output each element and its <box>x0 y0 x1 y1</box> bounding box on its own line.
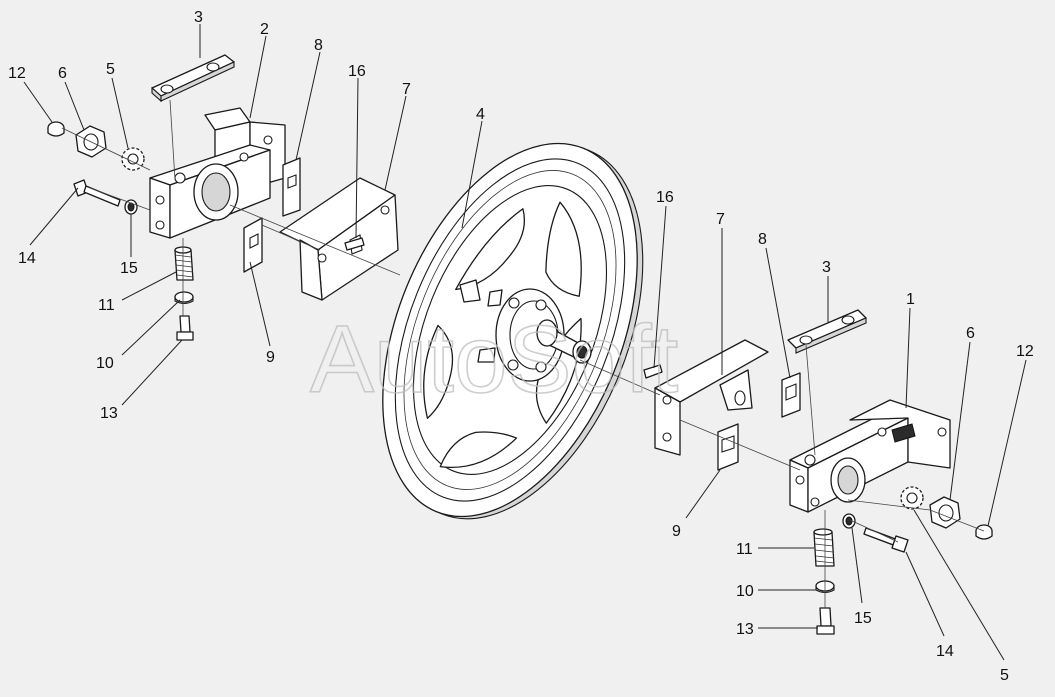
callout-11: 11 <box>98 297 115 314</box>
shim-part-9-right <box>717 423 739 471</box>
callout-2: 2 <box>260 21 269 38</box>
callout-8: 8 <box>314 37 323 54</box>
plate-part-3-left <box>151 54 235 103</box>
leader-lines <box>23 24 1027 661</box>
assembly-axes <box>61 99 985 608</box>
callout-14: 14 <box>936 643 954 660</box>
nut-part-6-right <box>929 496 961 529</box>
callout-3: 3 <box>822 259 831 276</box>
callout-14: 14 <box>18 250 36 267</box>
callout-4: 4 <box>476 106 485 123</box>
bolt-part-14-left <box>73 179 121 207</box>
callout-10: 10 <box>96 355 114 372</box>
washer-part-5-right <box>900 486 924 510</box>
callout-15: 15 <box>854 610 872 627</box>
callout-8: 8 <box>758 231 767 248</box>
callout-16: 16 <box>348 63 366 80</box>
bracket-part-7-left <box>279 177 399 301</box>
callout-9: 9 <box>266 349 275 366</box>
cap-part-12-right <box>975 524 993 540</box>
washer-part-5-left <box>121 147 145 171</box>
bracket-part-1 <box>789 399 951 513</box>
wheel-part-4 <box>382 142 644 520</box>
washer-part-15-right <box>842 513 856 529</box>
pin-part-16-right <box>643 364 663 379</box>
callout-10: 10 <box>736 583 754 600</box>
callout-13: 13 <box>100 405 118 422</box>
callout-6: 6 <box>58 65 67 82</box>
callout-16: 16 <box>656 189 674 206</box>
callout-6: 6 <box>966 325 975 342</box>
shim-part-8-right <box>781 372 801 418</box>
callout-3: 3 <box>194 9 203 26</box>
callout-11: 11 <box>736 541 753 558</box>
watermark: AutoSoft <box>310 306 678 413</box>
plate-part-3-right <box>787 309 867 354</box>
bracket-part-7-right <box>654 339 769 456</box>
callout-labels: 3 2 8 16 7 4 12 6 5 14 15 11 10 13 9 16 … <box>8 9 1034 684</box>
callout-5: 5 <box>1000 667 1009 684</box>
callout-12: 12 <box>8 65 26 82</box>
callout-9: 9 <box>672 523 681 540</box>
pin-part-13-left <box>176 315 194 341</box>
callout-12: 12 <box>1016 343 1034 360</box>
callout-7: 7 <box>716 211 725 228</box>
shim-part-9-left <box>243 217 263 273</box>
pin-part-13-right <box>816 607 835 635</box>
callout-5: 5 <box>106 61 115 78</box>
bracket-part-2 <box>149 107 286 239</box>
disc-part-10-left <box>174 291 194 305</box>
cap-part-12-left <box>47 121 65 137</box>
callout-7: 7 <box>402 81 411 98</box>
callout-15: 15 <box>120 260 138 277</box>
bolt-part-14-right <box>863 527 909 553</box>
callout-13: 13 <box>736 621 754 638</box>
spring-part-11-right <box>813 528 835 567</box>
pin-part-16-left <box>344 237 365 251</box>
callout-1: 1 <box>906 291 915 308</box>
spring-part-11-left <box>174 246 194 281</box>
washer-part-15-left <box>124 199 138 215</box>
shim-part-8-left <box>282 157 301 217</box>
